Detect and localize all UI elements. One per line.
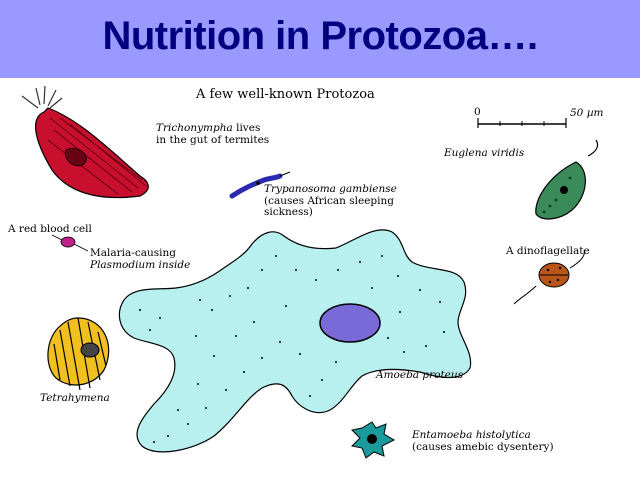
plasmodium-rbc: [51, 234, 89, 252]
entamoeba-cell: [350, 421, 396, 459]
tetrahymena-label: Tetrahymena: [40, 392, 110, 404]
trypanosoma-label-line2: (causes African sleeping: [264, 195, 394, 207]
trichonympha-name: Trichonympha: [156, 122, 233, 134]
entamoeba-label: Entamoeba histolytica: [412, 429, 531, 441]
rbc-label: A red blood cell: [8, 223, 92, 235]
scale-bar: [477, 118, 567, 128]
plasmodium-label-line2: Plasmodium inside: [90, 259, 191, 271]
amoeba-label: Amoeba proteus: [376, 369, 464, 381]
euglena-label: Euglena viridis: [444, 147, 525, 159]
tetrahymena-cell: [47, 317, 110, 391]
dinoflagellate-cell: [513, 249, 585, 305]
trypanosoma-label-line3: sickness): [264, 206, 313, 218]
euglena-cell: [535, 139, 599, 220]
trypanosoma-label: Trypanosoma gambiense: [264, 183, 397, 195]
protozoa-illustration: [21, 85, 599, 459]
scale-start-label: 0: [474, 106, 481, 118]
slide-title: Nutrition in Protozoa….: [102, 14, 538, 58]
trichonympha-label-line2: in the gut of termites: [156, 134, 270, 146]
plasmodium-label: Malaria-causing: [90, 247, 176, 259]
trichonympha-cell: [21, 85, 149, 199]
amoeba-proteus-cell: [118, 229, 472, 453]
trichonympha-text: lives: [232, 122, 261, 134]
entamoeba-label-line2: (causes amebic dysentery): [412, 441, 554, 453]
title-banner: Nutrition in Protozoa….: [0, 0, 640, 78]
scale-end-label: 50 µm: [570, 107, 604, 119]
trichonympha-label: Trichonympha lives: [156, 123, 260, 134]
dinoflagellate-label: A dinoflagellate: [506, 245, 590, 257]
figure-heading: A few well-known Protozoa: [196, 87, 375, 102]
trypanosoma-cell: [229, 171, 291, 199]
